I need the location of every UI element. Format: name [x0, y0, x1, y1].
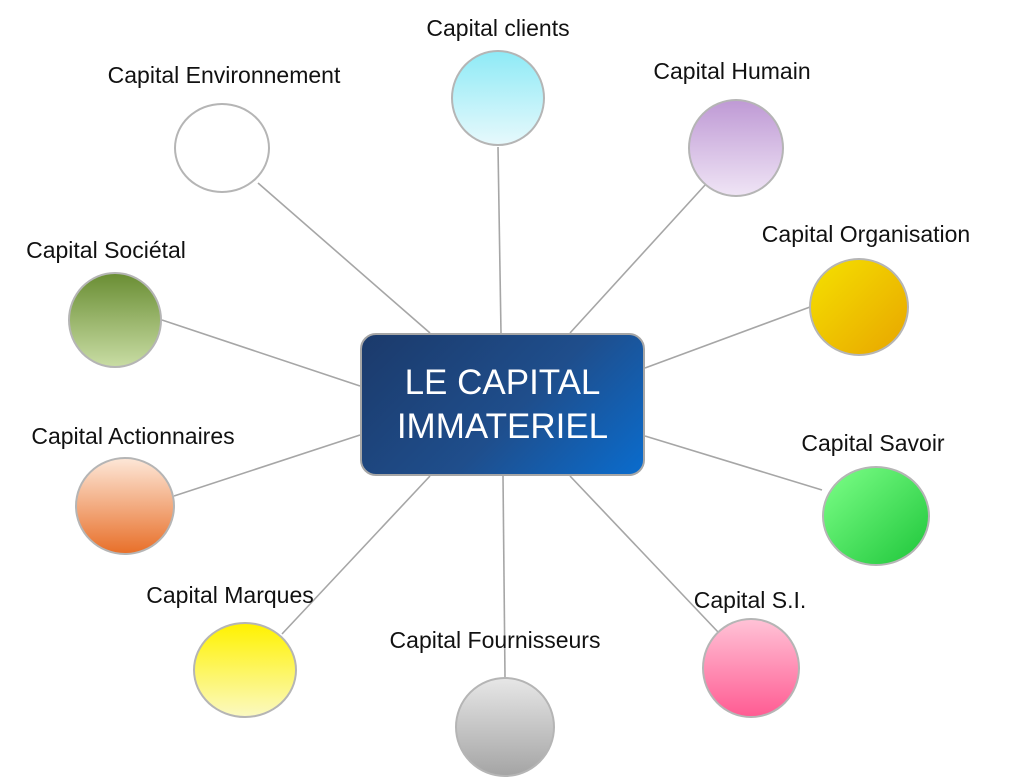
connector-societal	[161, 319, 361, 387]
circle-environnement	[174, 103, 270, 193]
label-savoir: Capital Savoir	[801, 430, 945, 456]
label-marques: Capital Marques	[146, 582, 314, 608]
connector-si	[569, 475, 719, 633]
connector-organisation	[644, 306, 811, 369]
circle-clients	[451, 50, 545, 146]
connector-actionnaires	[173, 434, 361, 497]
connector-savoir	[644, 435, 823, 491]
connector-environnement	[257, 182, 431, 334]
label-organisation: Capital Organisation	[761, 221, 971, 247]
label-societal: Capital Sociétal	[26, 237, 186, 263]
circle-humain	[688, 99, 784, 197]
label-fournisseurs: Capital Fournisseurs	[389, 627, 601, 653]
label-environnement: Capital Environnement	[107, 62, 341, 88]
center-title-line1: LE CAPITAL	[404, 362, 601, 402]
connector-fournisseurs	[502, 475, 506, 678]
label-actionnaires: Capital Actionnaires	[31, 423, 235, 449]
label-humain: Capital Humain	[653, 58, 811, 84]
circle-actionnaires	[75, 457, 175, 555]
circle-fournisseurs	[455, 677, 555, 777]
connector-clients	[497, 146, 502, 334]
label-clients: Capital clients	[426, 15, 570, 41]
connector-marques	[281, 475, 431, 635]
circle-organisation	[809, 258, 909, 356]
circle-savoir	[822, 466, 930, 566]
circle-si	[702, 618, 800, 718]
label-si: Capital S.I.	[693, 587, 807, 613]
circle-marques	[193, 622, 297, 718]
circle-societal	[68, 272, 162, 368]
center-box: LE CAPITAL IMMATERIEL	[360, 333, 645, 476]
center-title-line2: IMMATERIEL	[396, 406, 609, 446]
connector-humain	[569, 183, 707, 334]
